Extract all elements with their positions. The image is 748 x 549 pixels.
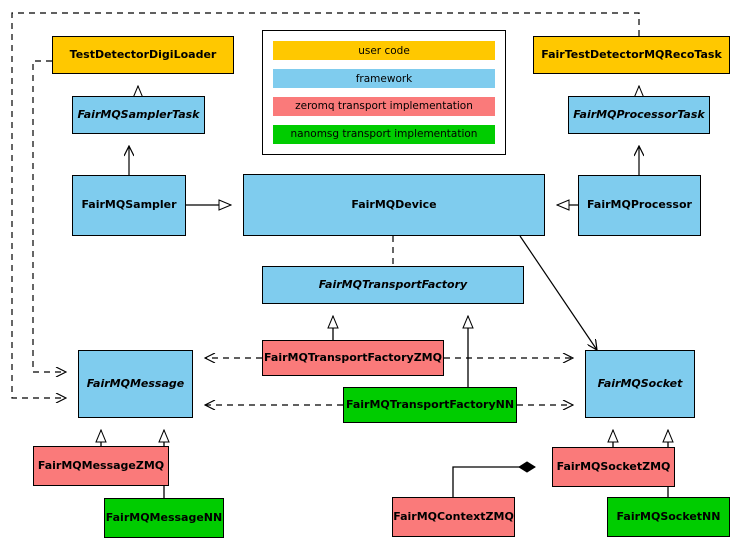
class-box-fairtestdetectormqrecotask[interactable]: FairTestDetectorMQRecoTask	[533, 36, 730, 74]
class-name-label: FairTestDetectorMQRecoTask	[541, 47, 722, 61]
class-box-fairmqsamplertask[interactable]: FairMQSamplerTask	[72, 96, 205, 134]
legend-item-nanomsg: nanomsg transport implementation	[273, 124, 495, 144]
class-box-fairmqtransportfactoryzmq[interactable]: FairMQTransportFactoryZMQ	[262, 340, 444, 376]
class-name-label: TestDetectorDigiLoader	[69, 47, 217, 61]
legend-label-nanomsg: nanomsg transport implementation	[290, 128, 478, 141]
legend: user code framework zeromq transport imp…	[262, 30, 506, 155]
class-name-label: FairMQDevice	[351, 197, 437, 211]
class-name-label: FairMQProcessorTask	[573, 107, 705, 121]
class-name-label: FairMQTransportFactory	[318, 277, 468, 291]
legend-label-user-code: user code	[358, 44, 410, 57]
class-box-fairmqcontextzmq[interactable]: FairMQContextZMQ	[392, 497, 515, 537]
class-box-fairmqsocket[interactable]: FairMQSocket	[585, 350, 695, 418]
class-box-fairmqprocessortask[interactable]: FairMQProcessorTask	[568, 96, 710, 134]
class-name-label: FairMQMessageNN	[105, 510, 223, 524]
legend-label-framework: framework	[355, 72, 413, 85]
edge-device-socket	[519, 235, 597, 350]
class-name-label: FairMQSocketNN	[616, 509, 721, 523]
class-box-fairmqmessagenn[interactable]: FairMQMessageNN	[104, 498, 224, 538]
class-box-testdetectordigiloader[interactable]: TestDetectorDigiLoader	[52, 36, 234, 74]
edge-recotask-message	[11, 12, 640, 398]
legend-item-framework: framework	[273, 69, 495, 89]
class-name-label: FairMQContextZMQ	[393, 509, 514, 523]
class-box-fairmqmessagezmq[interactable]: FairMQMessageZMQ	[33, 446, 169, 486]
class-name-label: FairMQSampler	[81, 198, 177, 212]
class-name-label: FairMQMessageZMQ	[37, 458, 165, 472]
legend-item-user-code: user code	[273, 41, 495, 61]
class-box-fairmqsampler[interactable]: FairMQSampler	[72, 175, 186, 236]
class-box-fairmqtransportfactorynn[interactable]: FairMQTransportFactoryNN	[343, 387, 517, 423]
class-name-label: FairMQTransportFactoryNN	[345, 397, 515, 411]
class-box-fairmqprocessor[interactable]: FairMQProcessor	[578, 175, 701, 236]
legend-label-zeromq: zeromq transport implementation	[295, 100, 473, 113]
class-box-fairmqmessage[interactable]: FairMQMessage	[78, 350, 193, 418]
class-name-label: FairMQProcessor	[587, 198, 692, 212]
class-box-fairmqtransportfactory[interactable]: FairMQTransportFactory	[262, 266, 524, 304]
class-name-label: FairMQSocket	[597, 376, 683, 390]
legend-item-zeromq: zeromq transport implementation	[273, 96, 495, 116]
class-name-label: FairMQSamplerTask	[77, 107, 200, 121]
class-name-label: FairMQSocketZMQ	[556, 459, 671, 473]
edge-contextzmq-socketzmq	[452, 461, 536, 497]
edge-digiloader-message	[32, 60, 66, 372]
class-box-fairmqsocketzmq[interactable]: FairMQSocketZMQ	[552, 447, 675, 487]
class-name-label: FairMQMessage	[86, 376, 185, 390]
class-box-fairmqdevice[interactable]: FairMQDevice	[243, 174, 545, 236]
class-name-label: FairMQTransportFactoryZMQ	[264, 350, 442, 364]
class-box-fairmqsocketnn[interactable]: FairMQSocketNN	[607, 497, 730, 537]
